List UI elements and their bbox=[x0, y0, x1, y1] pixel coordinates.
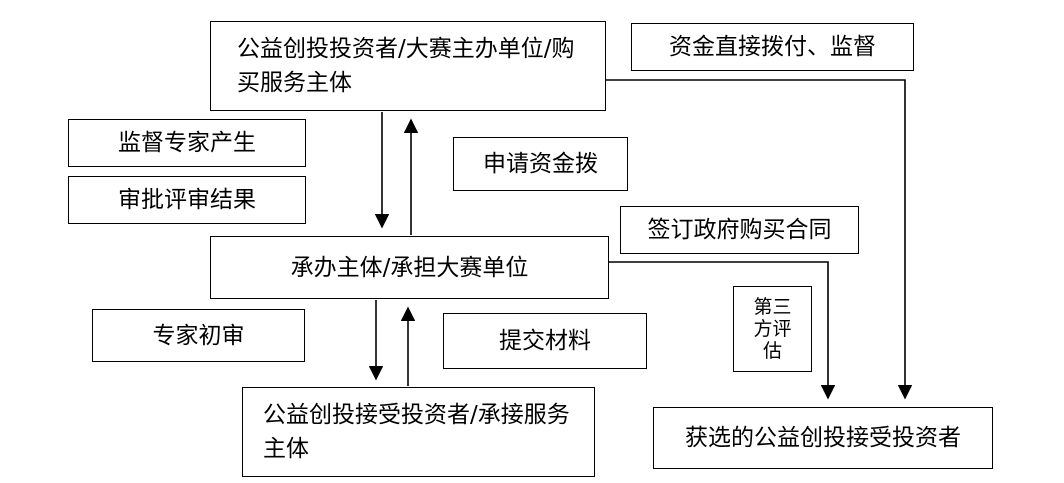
node-expert-review-label: 专家初审 bbox=[152, 322, 245, 349]
node-host-organizer: 承办主体/承担大赛单位 bbox=[210, 236, 609, 299]
node-host-organizer-label: 承办主体/承担大赛单位 bbox=[290, 254, 529, 281]
node-selected-receiver: 获选的公益创投接受投资者 bbox=[653, 407, 993, 469]
node-receiver: 公益创投接受投资者/承接服务主体 bbox=[242, 387, 595, 477]
node-fund-disbursement: 资金直接拨付、监督 bbox=[631, 23, 914, 71]
node-receiver-label: 公益创投接受投资者/承接服务主体 bbox=[263, 402, 570, 462]
node-selected-receiver-label: 获选的公益创投接受投资者 bbox=[685, 425, 961, 451]
node-submit-materials: 提交材料 bbox=[443, 313, 647, 369]
node-supervise-experts: 监督专家产生 bbox=[68, 119, 306, 167]
node-investor-organizer: 公益创投投资者/大赛主办单位/购买服务主体 bbox=[210, 21, 606, 111]
node-supervise-experts-label: 监督专家产生 bbox=[118, 130, 256, 156]
node-apply-funds-label: 申请资金拨 bbox=[483, 151, 598, 177]
arrow-organizer-to-selected bbox=[609, 261, 836, 400]
node-approve-results-label: 审批评审结果 bbox=[118, 187, 256, 213]
node-submit-materials-label: 提交材料 bbox=[499, 328, 591, 354]
node-third-party-evaluation: 第三方评估 bbox=[733, 286, 812, 372]
node-third-party-evaluation-label: 第三方评估 bbox=[753, 296, 792, 362]
node-expert-review: 专家初审 bbox=[92, 309, 305, 362]
node-apply-funds: 申请资金拨 bbox=[453, 137, 628, 191]
node-sign-contract-label: 签订政府购买合同 bbox=[647, 217, 832, 243]
node-fund-disbursement-label: 资金直接拨付、监督 bbox=[669, 34, 876, 60]
arrow-top-to-selected bbox=[606, 79, 913, 400]
node-investor-organizer-label: 公益创投投资者/大赛主办单位/购买服务主体 bbox=[237, 36, 575, 96]
node-sign-contract: 签订政府购买合同 bbox=[620, 206, 859, 254]
node-approve-results: 审批评审结果 bbox=[68, 176, 306, 224]
